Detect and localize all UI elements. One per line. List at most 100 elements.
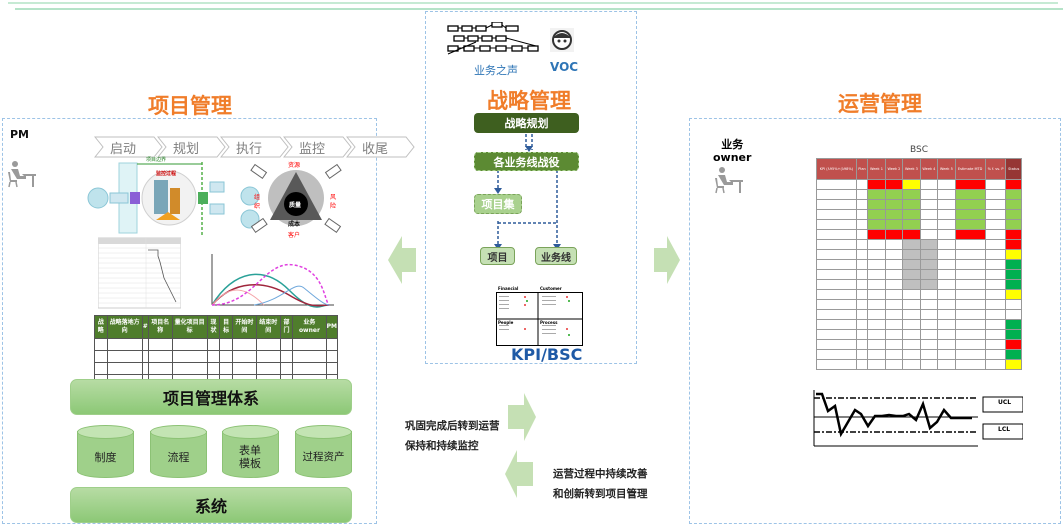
bsc-cell (902, 219, 921, 230)
bsc-cell (984, 319, 1007, 330)
arrow-left-icon (388, 236, 416, 288)
bsc-cell (937, 229, 956, 240)
top-divider-secondary (15, 8, 1063, 10)
bsc-cell (867, 319, 886, 330)
pillar-cylinder: 制度 (77, 425, 134, 483)
bsc-cell (919, 259, 939, 270)
bsc-cell (855, 179, 869, 190)
table-cell (255, 338, 281, 351)
bsc-cell (984, 239, 1007, 250)
bsc-cell (984, 209, 1007, 220)
bsc-cell (855, 319, 869, 330)
phase-chevron: 收尾 (346, 136, 415, 158)
bsc-cell (884, 349, 904, 360)
project-mgmt-title: 项目管理 (148, 94, 232, 118)
bsc-cell (984, 199, 1007, 210)
bsc-row (816, 309, 1022, 320)
bsc-cell (816, 179, 857, 190)
bsc-cell (816, 199, 857, 210)
bsc-cell (984, 289, 1007, 300)
bsc-cell (884, 309, 904, 320)
bsc-cell (954, 339, 986, 350)
bsc-cell (884, 259, 904, 270)
table-cell (231, 338, 257, 351)
bsc-row (816, 269, 1022, 280)
bsc-cell (867, 289, 886, 300)
bsc-cell (867, 259, 886, 270)
operations-mgmt-title: 运营管理 (838, 92, 922, 116)
bsc-cell (816, 319, 857, 330)
bsc-cell (984, 329, 1007, 340)
ucl-label: UCL (998, 399, 1012, 406)
bsc-cell (1005, 289, 1022, 300)
bsc-cell (855, 229, 869, 240)
bsc-cell (816, 239, 857, 250)
pm-system-bar: 项目管理体系 (70, 379, 352, 415)
bsc-cell (919, 249, 939, 260)
bsc-cell (984, 339, 1007, 350)
table-header-row: 战略 战略落地方向 # 项目名称 量化项目目标 现状 目标 开始时间 结束时间 … (94, 315, 339, 339)
table-cell (147, 362, 173, 375)
bsc-cell (937, 209, 956, 220)
strategy-panel (425, 11, 637, 364)
bsc-row (816, 239, 1022, 250)
bsc-cell (1005, 179, 1022, 190)
bsc-cell (984, 249, 1007, 260)
bsc-cell (919, 329, 939, 340)
table-cell (106, 338, 143, 351)
project-box: 项目 (480, 247, 515, 265)
bsc-cell (855, 279, 869, 290)
gantt-chart-thumbnail (97, 236, 182, 310)
bsc-cell (902, 339, 921, 350)
bsc-cell (919, 289, 939, 300)
table-cell (325, 338, 339, 351)
bsc-row (816, 349, 1022, 360)
operations-panel (689, 118, 1061, 524)
table-cell (206, 338, 221, 351)
table-cell (206, 362, 221, 375)
bsc-cell (1005, 359, 1022, 370)
bsc-cell (954, 219, 986, 230)
phase-chevrons: 启动 规划 执行 监控 收尾 (94, 136, 415, 158)
bsc-cell (855, 299, 869, 310)
bsc-cell (884, 239, 904, 250)
table-cell (206, 350, 221, 363)
bsc-cell (855, 189, 869, 200)
bsc-header-row: KPI (λ95%+(λ98%) Plan Week 1 Week 2 Week… (816, 158, 1022, 180)
bsc-cell (855, 359, 869, 370)
customer-voice-icon (550, 28, 574, 56)
bsc-row (816, 259, 1022, 270)
bsc-cell (984, 279, 1007, 290)
bsc-cell (902, 279, 921, 290)
table-cell (231, 350, 257, 363)
business-campaigns-box: 各业务线战役 (474, 152, 579, 171)
bsc-cell (1005, 249, 1022, 260)
boundary-label: 项目边界 (146, 157, 167, 163)
bsc-cell (984, 269, 1007, 280)
bsc-cell (937, 319, 956, 330)
bsc-row (816, 189, 1022, 200)
bsc-cell (867, 329, 886, 340)
bsc-row (816, 209, 1022, 220)
bsc-cell (919, 179, 939, 190)
bsc-cell (816, 309, 857, 320)
table-row (94, 338, 339, 351)
table-cell (94, 338, 108, 351)
bsc-cell (1005, 239, 1022, 250)
bsc-cell (1005, 299, 1022, 310)
bsc-row (816, 359, 1022, 370)
bsc-cell (867, 349, 886, 360)
bsc-cell (984, 349, 1007, 360)
control-chart: UCL LCL (808, 386, 1024, 456)
bsc-row (816, 229, 1022, 240)
bsc-cell (884, 229, 904, 240)
bsc-cell (816, 359, 857, 370)
project-set-box: 项目集 (474, 194, 522, 214)
voc-label: VOC (550, 60, 579, 74)
bsc-cell (855, 259, 869, 270)
bsc-cell (954, 279, 986, 290)
to-project-mgmt-text: 运营过程中持续改善 和创新转到项目管理 (553, 468, 648, 500)
table-cell (255, 350, 281, 363)
bsc-cell (937, 239, 956, 250)
bsc-cell (902, 319, 921, 330)
